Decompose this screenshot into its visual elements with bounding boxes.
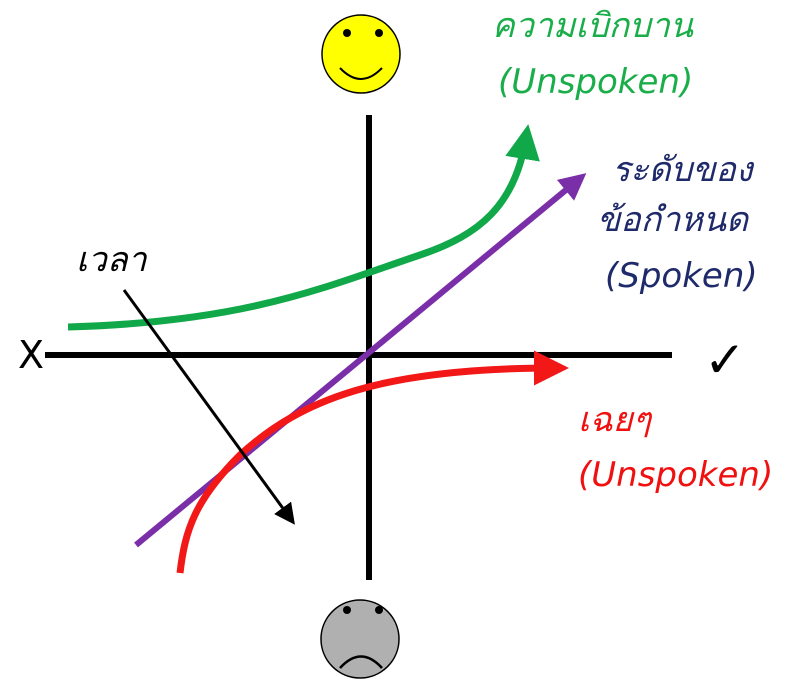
requirement-label-thai-1: ระดับของ xyxy=(612,150,753,190)
basic-curve xyxy=(176,350,569,574)
requirement-line xyxy=(134,173,587,548)
check-mark: ✓ xyxy=(704,331,746,389)
requirement-label-en: (Spoken) xyxy=(605,256,758,296)
happy-face-icon xyxy=(321,14,401,94)
x-mark: X xyxy=(18,333,45,377)
delighter-label-thai: ความเบิกบาน xyxy=(492,6,694,46)
time-label: เวลา xyxy=(76,240,147,280)
basic-label-thai: เฉยๆ xyxy=(578,400,651,440)
requirement-label-thai-2: ข้อกำหนด xyxy=(597,200,749,240)
sad-face-icon xyxy=(320,599,400,679)
delighter-curve xyxy=(67,124,540,331)
time-arrow xyxy=(122,289,295,525)
basic-label-en: (Unspoken) xyxy=(578,455,774,495)
delighter-label-en: (Unspoken) xyxy=(498,62,694,102)
